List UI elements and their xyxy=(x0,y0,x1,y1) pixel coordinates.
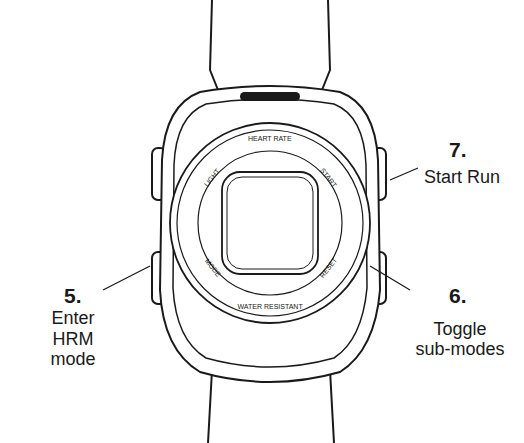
callout-text: Enter HRM mode xyxy=(30,308,116,370)
callout-number: 7. xyxy=(449,138,467,162)
leader-line xyxy=(103,266,150,290)
case-inner-edge xyxy=(173,99,367,367)
bezel-label: WATER RESISTANT xyxy=(238,303,303,311)
leader-line xyxy=(390,168,418,180)
bezel-inner xyxy=(198,151,342,295)
bezel-label: HEART RATE xyxy=(248,135,292,143)
display-window xyxy=(222,172,318,274)
callout-text: Toggle sub-modes xyxy=(414,319,506,360)
callout-text: Start Run xyxy=(424,167,500,188)
watch-case xyxy=(160,86,380,382)
display-inner xyxy=(227,177,313,269)
bezel-ring xyxy=(177,130,363,316)
callout-number: 6. xyxy=(449,284,467,308)
callout-number: 5. xyxy=(64,284,82,308)
leader-line xyxy=(370,266,410,290)
bezel-outer xyxy=(170,123,370,323)
sensor-slot xyxy=(240,92,300,101)
